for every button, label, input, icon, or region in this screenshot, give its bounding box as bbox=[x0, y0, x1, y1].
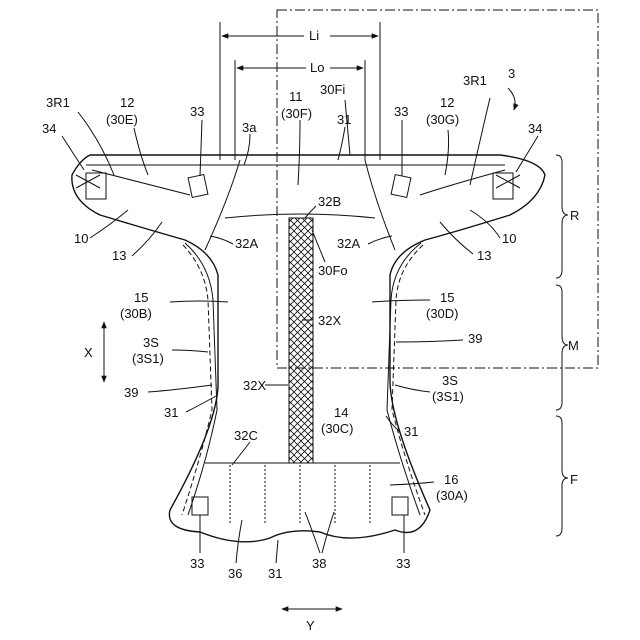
label-3S1-right: (3S1) bbox=[432, 389, 464, 404]
label-31-bottom: 31 bbox=[268, 566, 282, 581]
fastener-33-lower-left bbox=[192, 497, 208, 515]
label-13-left: 13 bbox=[112, 248, 126, 263]
fastener-34-right bbox=[493, 173, 513, 199]
label-Li: Li bbox=[309, 28, 319, 43]
side-fold-right bbox=[496, 175, 520, 188]
side-elastic-right bbox=[392, 245, 425, 515]
label-39-right: 39 bbox=[468, 331, 482, 346]
label-30A: (30A) bbox=[436, 488, 468, 503]
label-12-left: 12 bbox=[120, 95, 134, 110]
region-braces bbox=[556, 155, 568, 536]
label-10-left: 10 bbox=[74, 231, 88, 246]
label-3S1-left: (3S1) bbox=[132, 351, 164, 366]
label-32B: 32B bbox=[318, 194, 341, 209]
label-31-top: 31 bbox=[337, 112, 351, 127]
label-30F: (30F) bbox=[281, 106, 312, 121]
label-30G: (30G) bbox=[426, 112, 459, 127]
label-32X-mid: 32X bbox=[243, 378, 266, 393]
label-32C: 32C bbox=[234, 428, 258, 443]
label-R: R bbox=[570, 208, 579, 223]
label-30Fi: 30Fi bbox=[320, 82, 345, 97]
fastener-33-upper-right bbox=[391, 175, 411, 198]
elastic-strands bbox=[230, 465, 370, 525]
label-Y: Y bbox=[306, 618, 315, 633]
label-32A-right: 32A bbox=[337, 236, 360, 251]
leg-edge-right bbox=[387, 243, 421, 515]
central-absorbent-strip bbox=[289, 218, 313, 463]
leg-edge-left bbox=[185, 243, 217, 515]
label-13-right: 13 bbox=[477, 248, 491, 263]
label-30Fo: 30Fo bbox=[318, 263, 348, 278]
label-11: 11 bbox=[289, 89, 303, 104]
label-3R1-right: 3R1 bbox=[463, 73, 487, 88]
label-34-right: 34 bbox=[528, 121, 542, 136]
label-M: M bbox=[568, 338, 579, 353]
label-32X-top: 32X bbox=[318, 313, 341, 328]
side-fold-left bbox=[76, 175, 100, 188]
label-15-right: 15 bbox=[440, 290, 454, 305]
label-33-upper-left: 33 bbox=[190, 104, 204, 119]
label-3S-left: 3S bbox=[143, 335, 159, 350]
flap-lower-line bbox=[225, 214, 375, 218]
label-3a: 3a bbox=[242, 120, 257, 135]
label-15-left: 15 bbox=[134, 290, 148, 305]
label-31-left: 31 bbox=[164, 405, 178, 420]
label-X: X bbox=[84, 345, 93, 360]
label-30B: (30B) bbox=[120, 306, 152, 321]
label-16: 16 bbox=[444, 472, 458, 487]
label-3S-right: 3S bbox=[442, 373, 458, 388]
label-33-upper-right: 33 bbox=[394, 104, 408, 119]
label-38: 38 bbox=[312, 556, 326, 571]
side-elastic-left bbox=[182, 245, 212, 515]
label-30C: (30C) bbox=[321, 421, 354, 436]
fastener-33-lower-right bbox=[392, 497, 408, 515]
label-39-left: 39 bbox=[124, 385, 138, 400]
label-3R1-left: 3R1 bbox=[46, 95, 70, 110]
fastener-33-upper-left bbox=[188, 175, 208, 198]
label-12-right: 12 bbox=[440, 95, 454, 110]
label-32A-left: 32A bbox=[235, 236, 258, 251]
label-F: F bbox=[570, 472, 578, 487]
label-33-lower-left: 33 bbox=[190, 556, 204, 571]
label-14: 14 bbox=[334, 405, 348, 420]
label-33-lower-right: 33 bbox=[396, 556, 410, 571]
article-ref-arrow bbox=[508, 88, 515, 110]
label-34-left: 34 bbox=[42, 121, 56, 136]
label-30E: (30E) bbox=[106, 112, 138, 127]
label-30D: (30D) bbox=[426, 306, 459, 321]
label-36: 36 bbox=[228, 566, 242, 581]
label-10-right: 10 bbox=[502, 231, 516, 246]
label-3: 3 bbox=[508, 66, 515, 81]
label-Lo: Lo bbox=[310, 60, 324, 75]
label-31-right: 31 bbox=[404, 424, 418, 439]
